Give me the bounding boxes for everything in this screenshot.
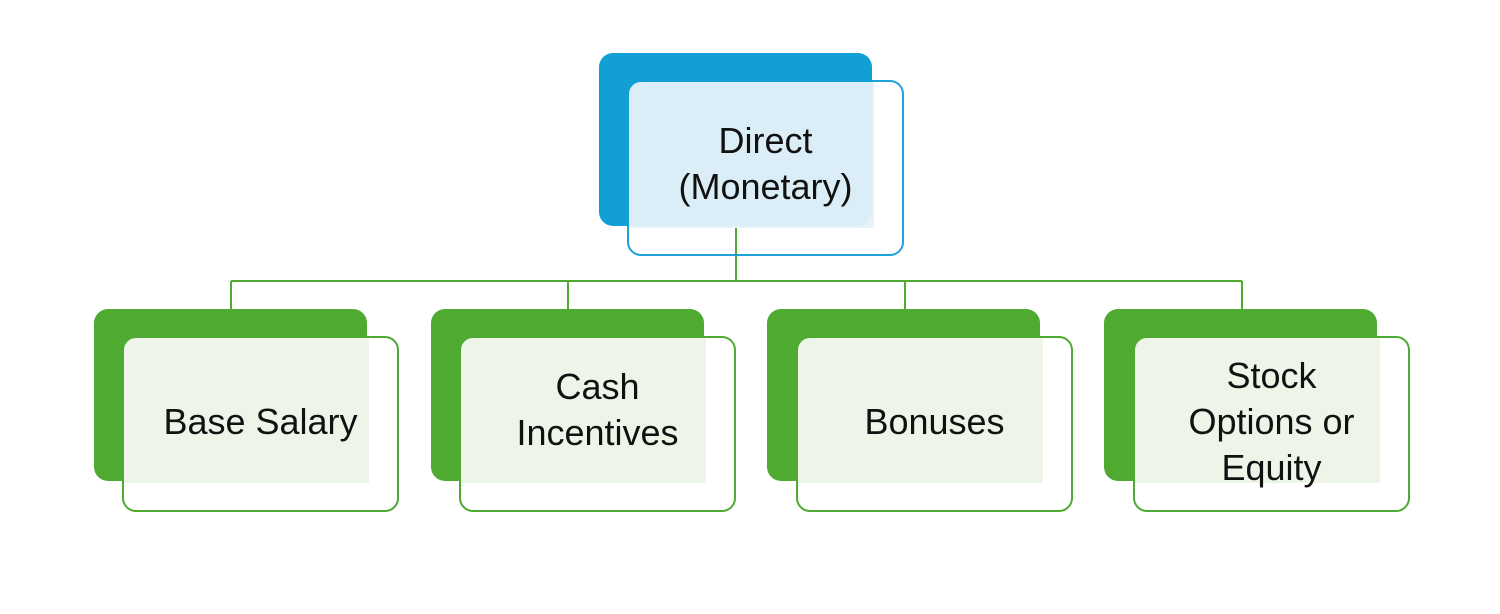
child-node-label: Cash Incentives — [516, 366, 679, 453]
child-node-front — [796, 336, 1073, 512]
child-node-front — [459, 336, 736, 512]
root-node-label: Direct (Monetary) — [678, 120, 853, 207]
root-node-front — [627, 80, 904, 256]
child-node-front — [1133, 336, 1410, 512]
child-node-front — [122, 336, 399, 512]
child-node-label: Bonuses — [864, 401, 1005, 442]
child-node-label: Stock Options or Equity — [1188, 355, 1355, 488]
child-node-label: Base Salary — [163, 401, 358, 442]
